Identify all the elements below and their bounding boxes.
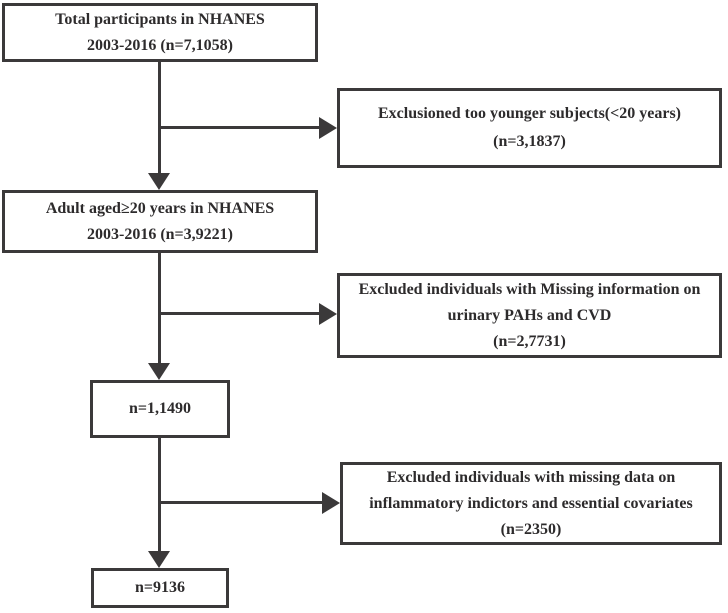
connector-branch-excluded-missing-inflammatory	[158, 501, 324, 504]
connector-branch-excluded-missing-pah-cvd	[158, 312, 321, 315]
arrowhead-right-icon	[322, 492, 340, 514]
flow-box-excluded-missing-inflammatory: Excluded individuals with missing data o…	[340, 462, 722, 545]
connector-total-to-adults	[158, 62, 161, 174]
flow-box-text-line: urinary PAHs and CVD	[447, 306, 612, 324]
connector-branch-excluded-younger	[158, 126, 321, 129]
connector-n11490-to-final	[158, 438, 161, 551]
flow-box-text-line: Exclusioned too younger subjects(<20 yea…	[377, 105, 682, 122]
flow-box-text-line: Excluded individuals with missing data o…	[386, 468, 676, 486]
flow-box-adults: Adult aged≥20 years in NHANES 2003-2016 …	[2, 190, 318, 253]
arrowhead-down-icon	[148, 551, 170, 568]
flow-box-excluded-missing-pah-cvd: Excluded individuals with Missing inform…	[337, 273, 722, 358]
flow-box-text-line: Adult aged≥20 years in NHANES	[45, 199, 275, 217]
arrowhead-right-icon	[319, 303, 337, 325]
flow-box-text-line: 2003-2016 (n=3,9221)	[87, 225, 233, 243]
flow-box-text-line: Excluded individuals with Missing inform…	[358, 280, 701, 298]
connector-adults-to-n11490	[158, 253, 161, 363]
flow-box-text-line: Total participants in NHANES	[55, 10, 265, 28]
flow-box-text-line: (n=3,1837)	[493, 133, 566, 150]
flow-box-text-line: 2003-2016 (n=7,1058)	[87, 36, 233, 54]
flow-box-excluded-younger: Exclusioned too younger subjects(<20 yea…	[337, 88, 722, 168]
flow-box-after-pah-cvd: n=1,1490	[90, 380, 230, 438]
flow-box-text-line: n=9136	[134, 579, 185, 596]
flow-box-text-line: n=1,1490	[128, 400, 191, 417]
flow-box-text-line: (n=2,7731)	[493, 332, 566, 350]
flow-box-total-participants: Total participants in NHANES 2003-2016 (…	[2, 3, 318, 62]
arrowhead-right-icon	[319, 117, 337, 139]
flow-box-final-sample: n=9136	[91, 568, 229, 608]
flow-box-text-line: (n=2350)	[500, 520, 562, 538]
arrowhead-down-icon	[148, 363, 170, 380]
arrowhead-down-icon	[148, 173, 170, 190]
flow-box-text-line: inflammatory indictors and essential cov…	[369, 494, 693, 512]
